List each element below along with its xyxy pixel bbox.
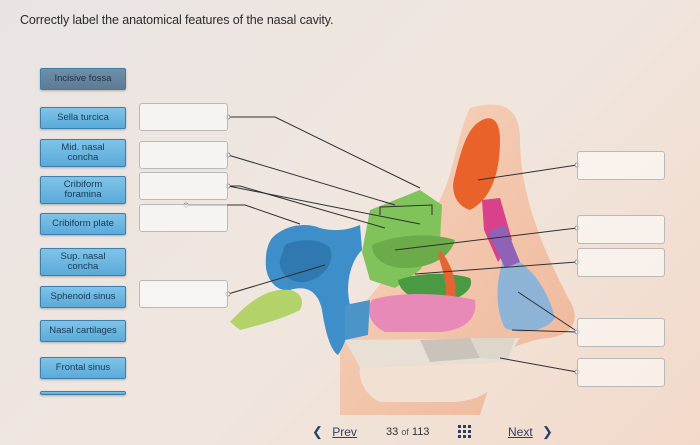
drop-box-4[interactable] [139, 204, 228, 232]
chevron-left-icon: ❮ [312, 424, 323, 439]
leader-line-11 [511, 329, 578, 333]
label-chip-sphenoid-sinus[interactable]: Sphenoid sinus [40, 286, 126, 308]
grid-icon[interactable] [458, 425, 471, 438]
leader-line-4 [228, 185, 386, 229]
drop-box-3[interactable] [139, 172, 228, 200]
drop-box-7[interactable] [577, 215, 665, 244]
drop-box-8[interactable] [577, 248, 665, 277]
sphenoid-sinus [279, 240, 332, 283]
label-chip-sup-nasal-concha[interactable]: Sup. nasal concha [40, 248, 126, 276]
label-chip-cribiform-foramina[interactable]: Cribiform foramina [40, 176, 126, 204]
maxilla [345, 300, 370, 340]
question-text: Correctly label the anatomical features … [20, 13, 334, 27]
label-chip-mid-nasal-concha[interactable]: Mid. nasal concha [40, 139, 126, 167]
frontal-sinus [453, 118, 500, 210]
incisive-region [470, 338, 515, 360]
leader-line-13 [499, 357, 578, 373]
leader-line-3 [227, 185, 421, 225]
leader-line-1 [228, 116, 421, 189]
face-skin [340, 104, 575, 416]
leader-line-8 [477, 164, 578, 181]
palatine-bone [368, 294, 476, 332]
leader-line-9 [394, 227, 578, 251]
drop-box-5[interactable] [139, 280, 228, 308]
drop-box-10[interactable] [577, 358, 665, 387]
label-chip-frontal-sinus[interactable]: Frontal sinus [40, 357, 126, 379]
label-chip-nasal-cartilages[interactable]: Nasal cartilages [40, 320, 126, 342]
label-chip-incisive-fossa[interactable]: Incisive fossa [40, 68, 126, 90]
label-chip-cribiform-plate[interactable]: Cribiform plate [40, 213, 126, 235]
mid-concha [372, 235, 455, 268]
drop-box-9[interactable] [577, 318, 665, 347]
chevron-right-icon: ❯ [542, 424, 553, 439]
prev-button[interactable]: ❮ Prev [312, 424, 357, 439]
lateral-cartilage [488, 225, 520, 268]
vomer [438, 250, 456, 300]
next-button[interactable]: Next ❯ [508, 424, 553, 439]
drop-box-1[interactable] [139, 103, 228, 131]
leader-line-10 [414, 261, 578, 275]
label-chip-partial[interactable] [40, 391, 126, 395]
lower-jaw [359, 362, 505, 402]
drop-box-2[interactable] [139, 141, 228, 169]
label-chip-sella-turcica[interactable]: Sella turcica [40, 107, 126, 129]
alveolar-process [420, 338, 480, 362]
leader-line-2 [227, 154, 396, 206]
drop-box-6[interactable] [577, 151, 665, 180]
nasal-cartilage [497, 255, 555, 332]
leader-line-6 [227, 264, 326, 295]
occipital-part [230, 289, 302, 330]
page-indicator: 33 of 113 [386, 426, 430, 438]
leader-line-7 [379, 204, 433, 215]
leader-line-12 [517, 291, 576, 331]
